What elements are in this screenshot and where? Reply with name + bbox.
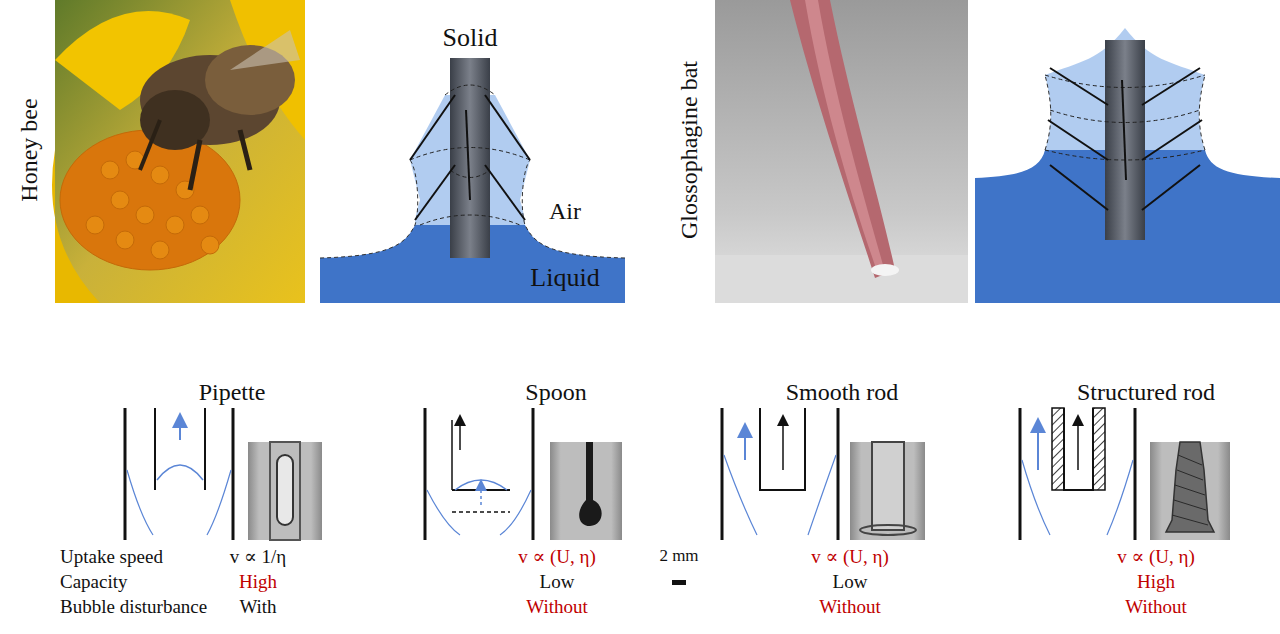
spoon-sketch [425,408,622,540]
structured-rod-sketch [1020,408,1230,540]
smooth-rod-sketch [722,408,925,540]
table-cell: v ∝ 1/η [230,546,287,568]
row-header: Capacity [60,571,128,593]
table-cell: Low [540,571,575,593]
panel-label: Honey bee [16,98,44,201]
scale-bar [672,580,686,585]
row-header: Uptake speed [60,546,163,568]
row-header: Bubble disturbance [60,596,207,618]
table-cell: Without [526,596,588,618]
column-title: Spoon [525,379,586,407]
table-cell: Low [833,571,868,593]
table-cell: v ∝ (U, η) [1117,546,1195,568]
bat-tongue-photo [715,0,968,303]
table-cell: v ∝ (U, η) [518,546,596,568]
region-label: Liquid [530,263,599,293]
bee-photo [52,0,305,303]
column-title: Smooth rod [786,379,899,407]
bee-schematic [320,0,625,303]
scale-label: 2 mm [659,546,698,566]
region-label: Solid [443,23,498,53]
panel-label: Glossophagine bat [676,61,704,239]
column-title: Structured rod [1077,379,1215,407]
table-cell: High [239,571,277,593]
table-cell: Without [819,596,881,618]
bat-schematic [975,0,1280,303]
column-title: Pipette [199,379,266,407]
table-cell: Without [1125,596,1187,618]
region-label: Air [549,198,581,226]
table-cell: With [239,596,276,618]
table-cell: High [1137,571,1175,593]
table-cell: v ∝ (U, η) [811,546,889,568]
pipette-sketch [125,408,322,540]
